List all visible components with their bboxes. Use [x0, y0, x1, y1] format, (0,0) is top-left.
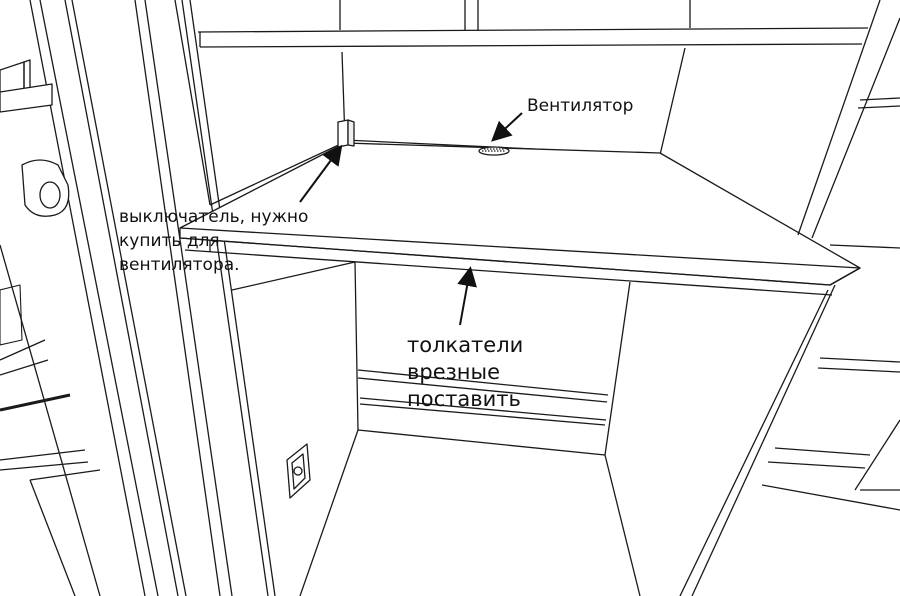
label-switch: выключатель, нужно купить для вентилятор… — [119, 205, 349, 277]
label-fan: Вентилятор — [527, 96, 633, 116]
arrow-fan — [491, 112, 523, 142]
door-latch — [0, 59, 70, 217]
electrical-socket — [286, 443, 311, 499]
fan-grille — [478, 146, 510, 156]
cabinet-left-frame — [134, 0, 276, 596]
annotation-arrows — [299, 112, 523, 326]
left-wall — [0, 0, 187, 596]
label-switch-line-1: выключатель, нужно — [119, 207, 309, 227]
label-pushers-line-2: врезные — [407, 360, 501, 384]
label-pushers-line-3: поставить — [407, 387, 521, 411]
label-pushers-line-1: толкатели — [407, 333, 524, 357]
switch-box — [337, 119, 355, 148]
arrow-pushers — [457, 266, 477, 326]
label-switch-line-2: купить для — [119, 231, 220, 251]
right-frame — [679, 0, 900, 596]
arrow-switch — [299, 144, 343, 203]
upper-shelf — [197, 0, 869, 48]
label-switch-line-3: вентилятора. — [119, 255, 240, 275]
label-pushers: толкатели врезные поставить — [407, 332, 567, 413]
lower-compartment — [231, 261, 641, 596]
label-fan-line: Вентилятор — [527, 96, 634, 116]
